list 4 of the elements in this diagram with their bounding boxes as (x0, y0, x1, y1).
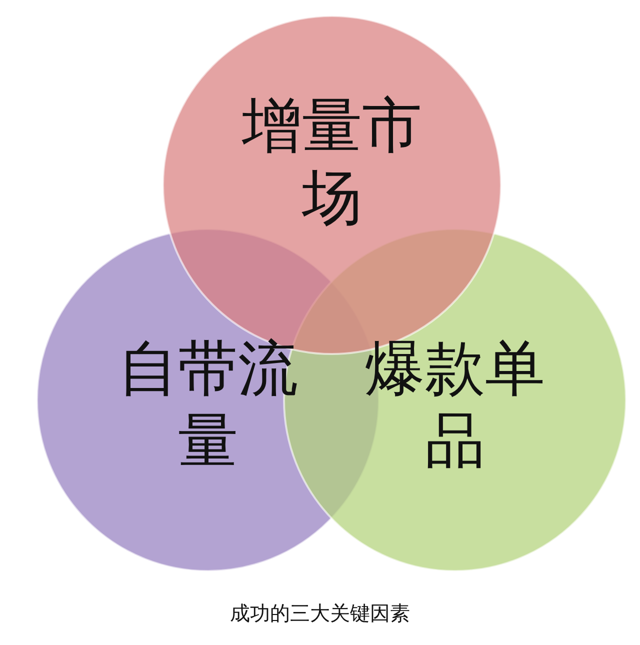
circle-label: 自带流量 (117, 333, 299, 477)
caption: 成功的三大关键因素 (230, 600, 410, 627)
circle-label: 增量市场 (240, 90, 423, 234)
circle-label: 爆款单品 (364, 333, 546, 477)
